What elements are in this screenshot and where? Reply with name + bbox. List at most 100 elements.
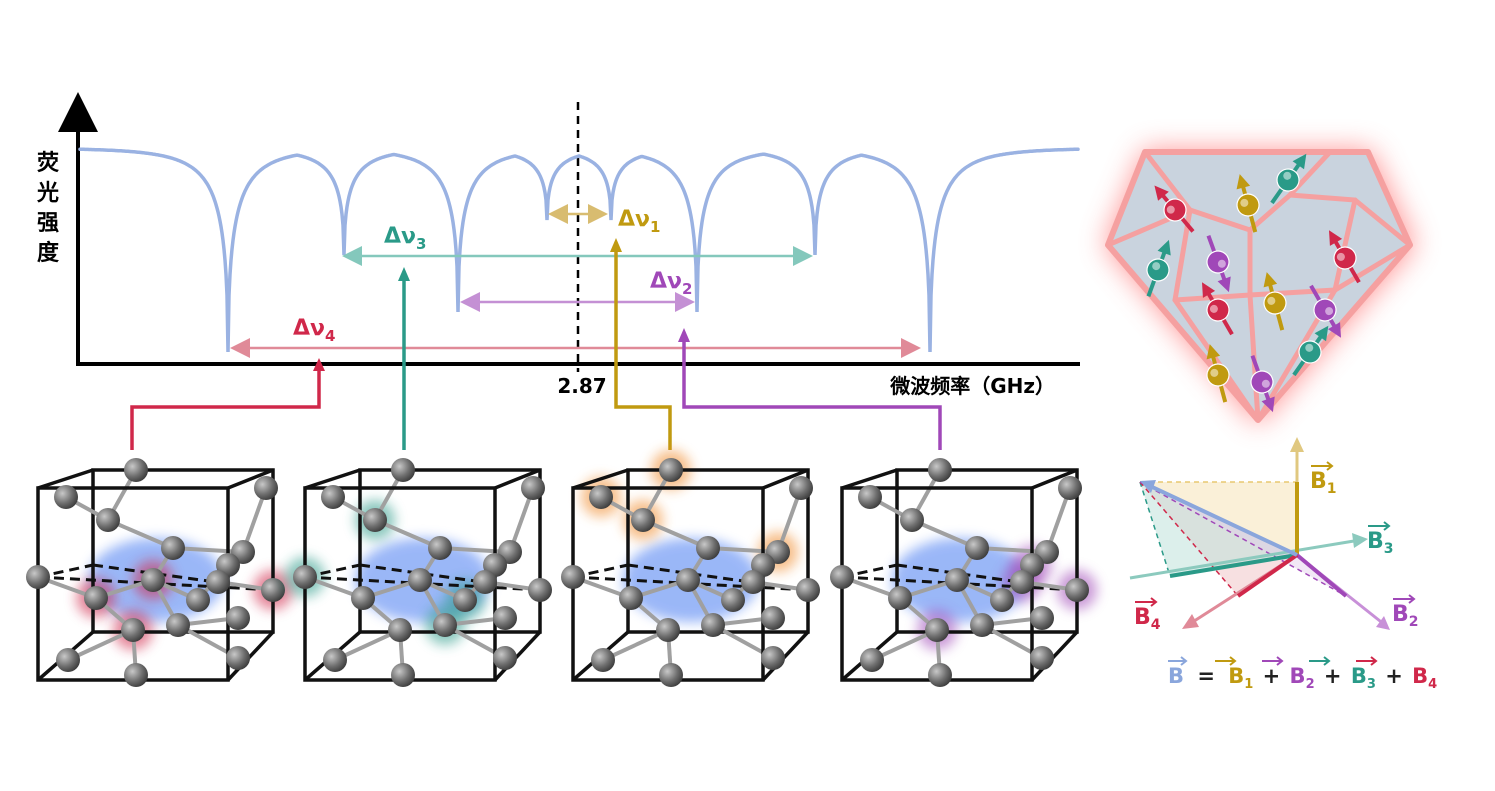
carbon-atom <box>990 588 1014 612</box>
carbon-atom <box>631 508 655 532</box>
spin <box>1236 174 1260 233</box>
odmr-plot: 荧 光 强 度 微波频率（GHz） 2.87 Δν1 Δν2 Δν3 Δν4 <box>36 92 1080 398</box>
carbon-atom <box>789 476 813 500</box>
svg-text:B2: B2 <box>1392 602 1419 630</box>
carbon-atom <box>166 613 190 637</box>
cube-edge <box>304 468 361 490</box>
x-axis-label: 微波频率（GHz） <box>889 374 1055 398</box>
spin-arrows <box>1146 153 1361 413</box>
carbon-atom <box>741 570 765 594</box>
cube-front-face <box>36 486 230 682</box>
carbon-atom <box>433 613 457 637</box>
carbon-atom <box>124 663 148 687</box>
proj-line-b4 <box>1139 481 1239 597</box>
lattice-cube-1 <box>26 458 293 687</box>
carbon-atom <box>161 536 185 560</box>
svg-text:B4: B4 <box>1134 605 1161 633</box>
component-b4 <box>1236 553 1299 598</box>
carbon-atom <box>761 646 785 670</box>
svg-text:B = B1: B = B1 + B2 + B3 + B4 <box>1168 664 1437 693</box>
lattice-cube-4 <box>830 458 1097 687</box>
connector-nv2 <box>682 336 942 450</box>
cube-edge <box>493 630 542 682</box>
carbon-atom <box>226 646 250 670</box>
cube-front-face <box>303 486 497 682</box>
cube-edge <box>761 630 810 682</box>
carbon-atom <box>721 588 745 612</box>
carbon-atom <box>363 508 387 532</box>
spin <box>1154 185 1195 233</box>
proj-line-b2 <box>1139 481 1347 597</box>
carbon-atom <box>928 663 952 687</box>
carbon-atom <box>408 568 432 592</box>
carbon-atom <box>1010 570 1034 594</box>
carbon-atom <box>321 485 345 509</box>
spin <box>1202 282 1234 336</box>
splitting-label-3: Δν3 <box>384 224 426 253</box>
carbon-atom <box>453 588 477 612</box>
carbon-atom <box>26 565 50 589</box>
carbon-atom <box>124 458 148 482</box>
component-b3 <box>1169 553 1298 578</box>
cube-edge <box>572 468 629 490</box>
carbon-atom <box>970 613 994 637</box>
connector-nv1-head <box>610 238 622 252</box>
carbon-atom <box>619 586 643 610</box>
carbon-atom <box>888 586 912 610</box>
connector-nv4-head <box>313 358 325 371</box>
spin <box>1146 239 1171 297</box>
carbon-atom <box>796 578 820 602</box>
spin <box>1206 235 1231 293</box>
equation-lhs: B <box>1168 664 1184 688</box>
axis-b2-head <box>1376 616 1390 630</box>
carbon-atom <box>965 536 989 560</box>
carbon-atom <box>591 648 615 672</box>
carbon-atom <box>676 568 700 592</box>
carbon-atom <box>206 570 230 594</box>
vector-label-b2: B2 <box>1392 594 1419 630</box>
carbon-atom <box>561 565 585 589</box>
component-b2 <box>1295 553 1348 598</box>
splitting-label-2: Δν2 <box>650 269 692 298</box>
carbon-atom <box>141 568 165 592</box>
carbon-atom <box>391 663 415 687</box>
y-axis-label-char-4: 度 <box>37 240 60 266</box>
carbon-atom <box>701 613 725 637</box>
lattice-cube-2 <box>285 458 552 687</box>
carbon-atom <box>493 646 517 670</box>
splitting-label-4: Δν4 <box>293 316 335 345</box>
projection-plane-b3 <box>1140 482 1297 576</box>
carbon-atom <box>528 578 552 602</box>
cube-edge <box>841 468 898 490</box>
connector-nv1 <box>614 247 672 450</box>
carbon-atom <box>428 536 452 560</box>
carbon-atom <box>261 578 285 602</box>
y-axis-label-char-2: 光 <box>36 181 59 206</box>
center-tick-label: 2.87 <box>557 374 606 398</box>
carbon-atom <box>761 606 785 630</box>
axis-b3 <box>1129 538 1361 580</box>
carbon-atom <box>659 458 683 482</box>
spin <box>1250 355 1275 413</box>
carbon-atom <box>521 476 545 500</box>
connectors <box>130 238 942 450</box>
connector-nv2-head <box>678 328 690 342</box>
carbon-atom <box>323 648 347 672</box>
spin <box>1292 325 1329 377</box>
total-field-vector <box>1147 483 1298 557</box>
cube-edge <box>226 630 275 682</box>
cube-front-face <box>571 486 765 682</box>
carbon-atom <box>254 476 278 500</box>
carbon-atom <box>1058 476 1082 500</box>
carbon-atom <box>186 588 210 612</box>
cube-edge <box>762 468 809 490</box>
svg-text:B1: B1 <box>1310 469 1337 497</box>
carbon-atom <box>1065 578 1089 602</box>
carbon-atom <box>659 663 683 687</box>
spin <box>1309 284 1341 338</box>
carbon-atom <box>293 565 317 589</box>
axis-b4-head <box>1182 614 1199 629</box>
carbon-atom <box>1030 646 1054 670</box>
axis-b3-head <box>1352 533 1368 548</box>
